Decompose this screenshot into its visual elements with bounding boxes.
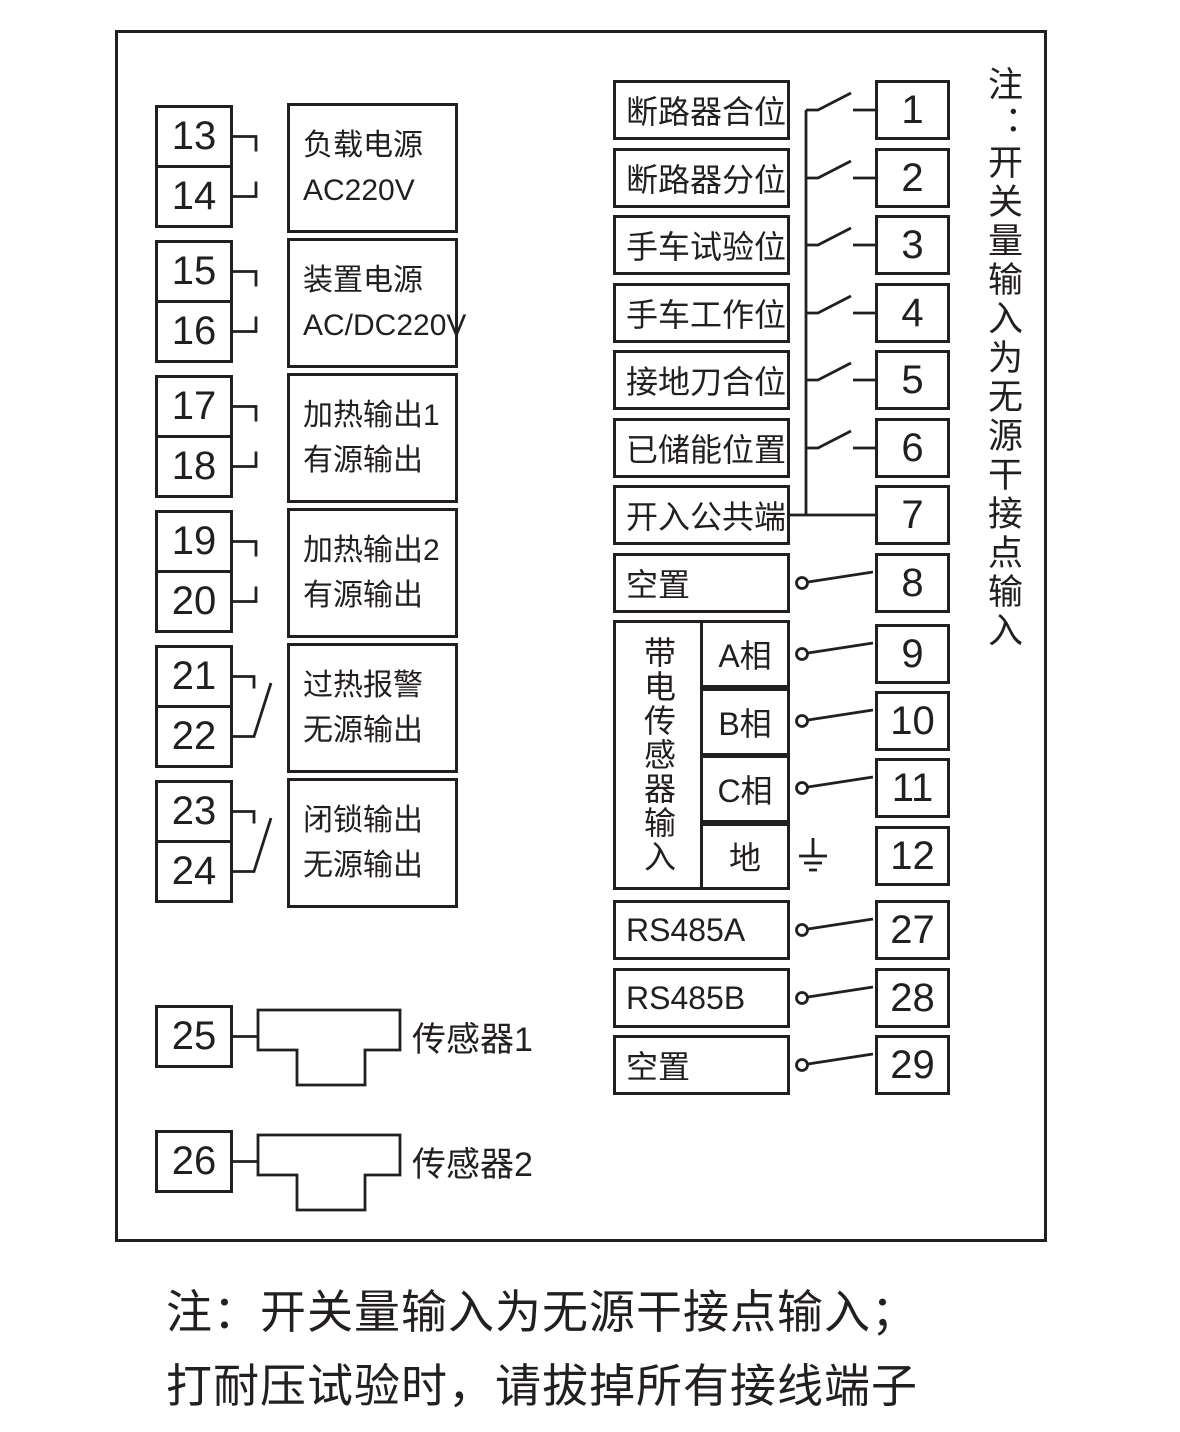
terminal-box: 23 bbox=[155, 780, 233, 843]
connection-lead-line bbox=[807, 641, 874, 655]
terminal-box: 5 bbox=[875, 350, 950, 410]
input-label-box: 空置 bbox=[613, 553, 790, 613]
terminal-box: 17 bbox=[155, 375, 233, 438]
input-label-box: 断路器分位 bbox=[613, 148, 790, 208]
function-label-box: 负载电源 AC220V bbox=[287, 103, 458, 233]
function-label-line: 加热输出2 bbox=[303, 534, 440, 567]
input-label-box: 已储能位置 bbox=[613, 418, 790, 478]
connection-lead-line bbox=[807, 775, 874, 789]
connection-circle-icon bbox=[795, 1058, 809, 1072]
terminal-box: 18 bbox=[155, 435, 233, 498]
terminal-box: 12 bbox=[875, 826, 950, 886]
terminal-box: 11 bbox=[875, 758, 950, 818]
function-label-line: 装置电源 bbox=[303, 264, 423, 297]
connection-circle-icon bbox=[795, 714, 809, 728]
phase-cell: C相 bbox=[700, 755, 790, 823]
connection-lead-line bbox=[807, 708, 874, 722]
terminal-box: 2 bbox=[875, 148, 950, 208]
comm-label-box: RS485B bbox=[613, 968, 790, 1028]
terminal-box: 3 bbox=[875, 215, 950, 275]
function-label-line: 无源输出 bbox=[303, 714, 423, 747]
function-label-box: 过热报警 无源输出 bbox=[287, 643, 458, 773]
terminal-box: 13 bbox=[155, 105, 233, 168]
function-label-line: AC/DC220V bbox=[303, 309, 467, 342]
terminal-box: 20 bbox=[155, 570, 233, 633]
function-label-line: 无源输出 bbox=[303, 849, 423, 882]
connection-lead-line bbox=[807, 570, 874, 584]
function-label-line: 闭锁输出 bbox=[303, 804, 423, 837]
sensor-label: 传感器2 bbox=[412, 1146, 533, 1184]
phase-cell: 地 bbox=[700, 822, 790, 890]
terminal-box: 4 bbox=[875, 283, 950, 343]
input-label-box: 断路器合位 bbox=[613, 80, 790, 140]
function-label-box: 加热输出2 有源输出 bbox=[287, 508, 458, 638]
connection-circle-icon bbox=[795, 991, 809, 1005]
terminal-box: 9 bbox=[875, 624, 950, 684]
terminal-box: 15 bbox=[155, 240, 233, 303]
function-label-line: 负载电源 bbox=[303, 129, 423, 162]
terminal-box: 29 bbox=[875, 1035, 950, 1095]
pair-link-bracket-icon bbox=[233, 540, 258, 603]
pair-link-contact-icon bbox=[233, 675, 273, 738]
input-label-box: 接地刀合位 bbox=[613, 350, 790, 410]
side-note: 注：开关量输入为无源干接点输入 bbox=[983, 66, 1022, 651]
terminal-box: 25 bbox=[155, 1005, 233, 1068]
connection-lead-line bbox=[807, 1052, 874, 1066]
connection-circle-icon bbox=[795, 576, 809, 590]
sensor-connector-icon bbox=[233, 1133, 402, 1212]
terminal-box: 16 bbox=[155, 300, 233, 363]
terminal-box: 26 bbox=[155, 1130, 233, 1193]
terminal-box: 14 bbox=[155, 165, 233, 228]
bottom-note-line-2: 打耐压试验时，请拔掉所有接线端子 bbox=[166, 1360, 918, 1412]
function-label-line: 有源输出 bbox=[303, 579, 423, 612]
input-label-box: 手车工作位 bbox=[613, 283, 790, 343]
switch-contact-icon bbox=[806, 226, 875, 247]
phase-cell: A相 bbox=[700, 620, 790, 688]
connection-circle-icon bbox=[795, 647, 809, 661]
pair-link-bracket-icon bbox=[233, 135, 258, 198]
terminal-box: 22 bbox=[155, 705, 233, 768]
ground-icon bbox=[799, 838, 827, 872]
connection-circle-icon bbox=[795, 923, 809, 937]
terminal-box: 21 bbox=[155, 645, 233, 708]
function-label-line: 有源输出 bbox=[303, 444, 423, 477]
connection-lead-line bbox=[807, 917, 874, 931]
bottom-note-line-1: 注：开关量输入为无源干接点输入； bbox=[166, 1286, 918, 1338]
input-label-box: 手车试验位 bbox=[613, 215, 790, 275]
terminal-box: 7 bbox=[875, 485, 950, 545]
phase-cell: B相 bbox=[700, 687, 790, 756]
sensor-connector-icon bbox=[233, 1008, 402, 1087]
switch-contact-icon bbox=[806, 91, 875, 112]
pair-link-contact-icon bbox=[233, 810, 273, 873]
terminal-box: 19 bbox=[155, 510, 233, 573]
function-label-box: 装置电源 AC/DC220V bbox=[287, 238, 467, 368]
live-sensor-block-label: 带电传感器输入 bbox=[640, 636, 676, 874]
diagram-border bbox=[115, 30, 1047, 1242]
function-label-box: 加热输出1 有源输出 bbox=[287, 373, 458, 503]
terminal-box: 28 bbox=[875, 968, 950, 1028]
pair-link-bracket-icon bbox=[233, 405, 258, 468]
terminal-box: 6 bbox=[875, 418, 950, 478]
terminal-box: 10 bbox=[875, 691, 950, 751]
comm-label-box: 空置 bbox=[613, 1035, 790, 1095]
connection-lead-line bbox=[807, 985, 874, 999]
switch-contact-icon bbox=[806, 294, 875, 315]
pair-link-bracket-icon bbox=[233, 270, 258, 333]
switch-contact-icon bbox=[806, 429, 875, 450]
function-label-line: AC220V bbox=[303, 174, 415, 207]
connection-circle-icon bbox=[795, 781, 809, 795]
terminal-box: 1 bbox=[875, 80, 950, 140]
comm-label-box: RS485A bbox=[613, 900, 790, 960]
function-label-box: 闭锁输出 无源输出 bbox=[287, 778, 458, 908]
switch-contact-icon bbox=[806, 159, 875, 180]
function-label-line: 过热报警 bbox=[303, 669, 423, 702]
switch-contact-icon bbox=[806, 361, 875, 382]
terminal-box: 8 bbox=[875, 553, 950, 613]
sensor-label: 传感器1 bbox=[412, 1021, 533, 1059]
input-label-box: 开入公共端 bbox=[613, 485, 790, 545]
terminal-box: 24 bbox=[155, 840, 233, 903]
terminal-box: 27 bbox=[875, 900, 950, 960]
function-label-line: 加热输出1 bbox=[303, 399, 440, 432]
